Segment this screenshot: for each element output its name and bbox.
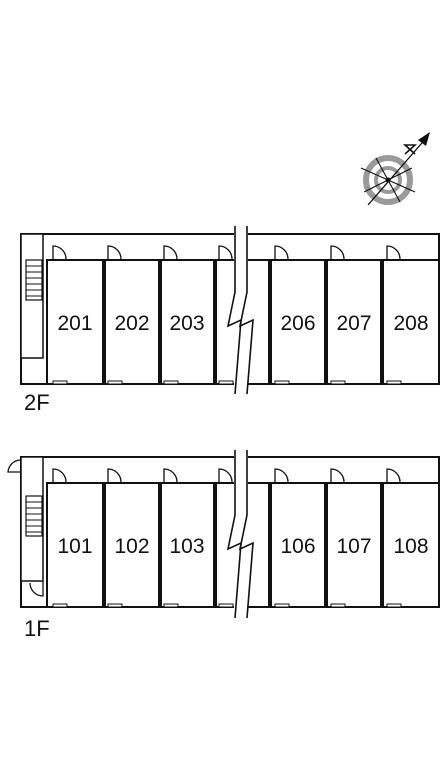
unit-cell [160, 259, 215, 385]
door-swing-icon [7, 459, 44, 597]
door-swing-icon [52, 468, 401, 483]
north-arrow-compass-icon [360, 132, 430, 206]
floor-label: 1F [24, 616, 50, 641]
unit-label: 208 [393, 312, 428, 335]
unit-label: 201 [57, 312, 92, 335]
unit-label: 103 [169, 535, 204, 558]
unit-cell [104, 259, 160, 385]
unit-label: 206 [280, 312, 315, 335]
door-swing-icon [52, 245, 401, 260]
unit-cell [46, 259, 104, 385]
unit-cell [326, 482, 382, 608]
unit-label: 107 [336, 535, 371, 558]
unit-cell [270, 482, 326, 608]
stairs-icon [25, 259, 43, 301]
unit-cell [46, 482, 104, 608]
unit-label: 203 [169, 312, 204, 335]
unit-label: 106 [280, 535, 315, 558]
unit-cell [326, 259, 382, 385]
unit-label: 202 [114, 312, 149, 335]
unit-label: 108 [393, 535, 428, 558]
floor-2f: 201 202 203 206 207 208 2F [20, 226, 440, 415]
floor-1f: 101 102 103 106 107 108 1F [7, 450, 440, 641]
unit-cell [270, 259, 326, 385]
unit-cell [104, 482, 160, 608]
unit-label: 101 [57, 535, 92, 558]
window-marks [52, 380, 402, 385]
unit-cell [382, 482, 440, 608]
break-line-icon [226, 450, 254, 619]
unit-label: 102 [114, 535, 149, 558]
unit-cell [160, 482, 215, 608]
unit-label: 207 [336, 312, 371, 335]
window-marks [52, 603, 402, 608]
break-line-icon [226, 226, 254, 395]
floor-label: 2F [24, 390, 50, 415]
stairs-icon [25, 495, 43, 537]
unit-cell [382, 259, 440, 385]
